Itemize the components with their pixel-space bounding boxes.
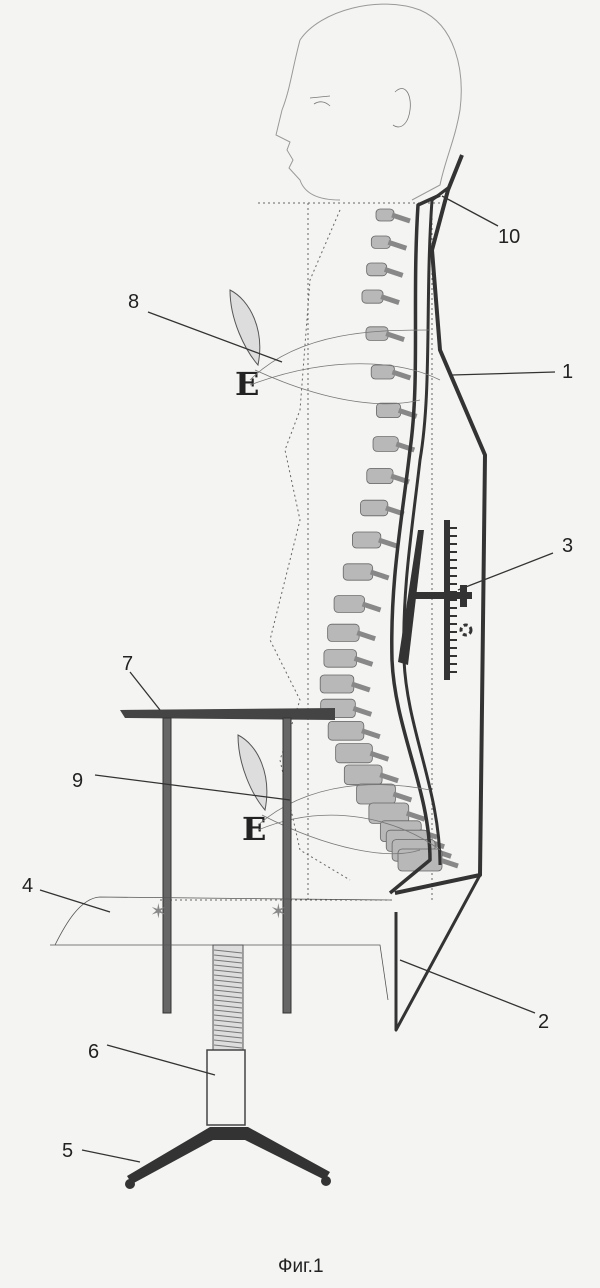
label-10: 10 — [498, 226, 520, 248]
eye — [310, 96, 330, 106]
label-8: 8 — [128, 291, 139, 313]
vertebra — [376, 209, 394, 221]
spinous-process — [392, 372, 410, 378]
vertebra — [360, 500, 387, 516]
label-4: 4 — [22, 875, 33, 897]
back-plate-inner — [404, 188, 448, 865]
vertebra — [367, 468, 393, 483]
vertebra — [371, 365, 394, 379]
spinous-process — [381, 297, 399, 303]
label-1: 1 — [562, 361, 573, 383]
vertebra — [366, 327, 388, 341]
label-7: 7 — [122, 653, 133, 675]
label-2: 2 — [538, 1011, 549, 1033]
spinous-process — [407, 813, 425, 819]
spinous-process — [363, 604, 381, 610]
vertebra — [320, 675, 354, 693]
vertebra — [336, 744, 373, 763]
vertebra — [362, 290, 383, 303]
guide-line — [270, 210, 350, 880]
label-5: 5 — [62, 1140, 73, 1162]
spinous-process — [380, 775, 398, 781]
vertebra — [352, 532, 380, 548]
vertebra — [344, 765, 382, 785]
figure-caption: Фиг.1 — [278, 1256, 324, 1277]
spinous-process — [392, 215, 410, 221]
base — [125, 1127, 331, 1189]
vertebra — [371, 236, 390, 248]
spinous-process — [386, 334, 404, 340]
vertebra — [343, 564, 372, 580]
spinous-process — [357, 633, 375, 639]
head-outline — [276, 4, 461, 200]
spinous-process — [385, 269, 403, 275]
spinous-process — [370, 753, 388, 759]
vertebra — [324, 650, 357, 668]
spinous-process — [379, 540, 397, 546]
back-plate — [395, 155, 485, 893]
vertebra — [328, 721, 364, 740]
spinous-process — [362, 731, 380, 737]
svg-text:✶: ✶ — [150, 901, 167, 923]
label-6: 6 — [88, 1041, 99, 1063]
spinous-process — [393, 794, 411, 800]
label-9: 9 — [72, 770, 83, 792]
spinous-process — [371, 572, 389, 578]
vertebra — [373, 437, 398, 452]
ear — [393, 88, 410, 126]
upper-marker: E — [230, 290, 440, 404]
spinous-process — [353, 708, 371, 714]
label-3: 3 — [562, 535, 573, 557]
spinous-process — [354, 658, 372, 664]
vertebra — [367, 263, 387, 276]
vertebra — [334, 596, 364, 613]
spinous-process — [388, 242, 406, 248]
lower-plate — [395, 875, 480, 1030]
vertebra — [357, 784, 396, 804]
spinous-process — [352, 684, 370, 690]
column — [207, 945, 245, 1125]
vertebra — [376, 403, 400, 417]
svg-text:✶: ✶ — [270, 901, 287, 923]
vertebra — [328, 624, 360, 641]
spinous-process — [440, 860, 458, 866]
